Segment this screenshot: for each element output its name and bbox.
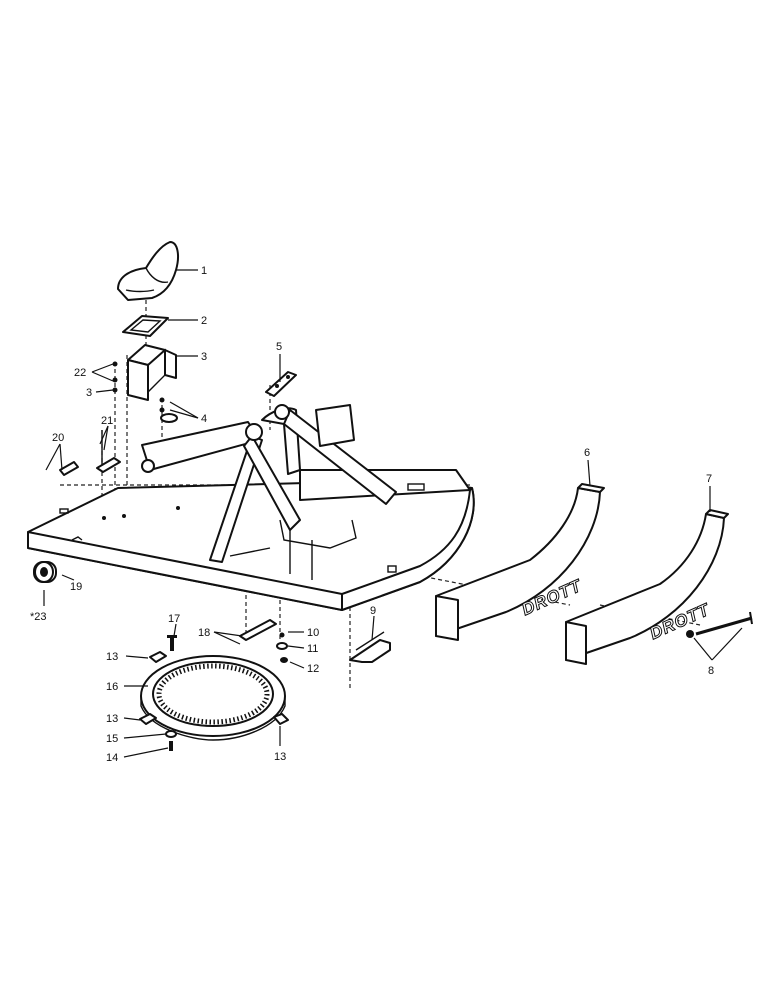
callout-8: 8 bbox=[708, 665, 714, 677]
strap-18 bbox=[239, 619, 277, 641]
callout-19: 19 bbox=[70, 581, 82, 593]
callout-18: 18 bbox=[198, 627, 210, 639]
callout-labels: 1 2 3 22 3 4 5 21 20 6 7 8 9 19 *23 17 1… bbox=[30, 265, 714, 764]
bracket-9 bbox=[349, 631, 391, 663]
bumper-cap bbox=[33, 561, 57, 583]
callout-3-hardware: 3 bbox=[86, 387, 92, 399]
callout-9: 9 bbox=[370, 605, 376, 617]
seat-hardware bbox=[112, 361, 178, 423]
callout-14: 14 bbox=[106, 752, 118, 764]
callout-12: 12 bbox=[307, 663, 319, 675]
callout-13-left: 13 bbox=[106, 713, 118, 725]
callout-2: 2 bbox=[201, 315, 207, 327]
counterweight-bolt bbox=[686, 611, 753, 638]
callout-11: 11 bbox=[307, 643, 318, 655]
bolt-17 bbox=[167, 635, 177, 651]
seat bbox=[117, 241, 179, 301]
bracket-21 bbox=[96, 430, 121, 473]
seat-bracket bbox=[127, 344, 177, 401]
leader-lines bbox=[43, 269, 743, 758]
callout-20: 20 bbox=[52, 432, 64, 444]
callout-13-right: 13 bbox=[274, 751, 286, 763]
callout-22: 22 bbox=[74, 367, 86, 379]
bracket-20 bbox=[59, 461, 79, 476]
callout-23: *23 bbox=[30, 611, 47, 623]
seat-plate bbox=[122, 315, 169, 337]
callout-21: 21 bbox=[101, 415, 113, 427]
callout-7: 7 bbox=[706, 473, 712, 485]
callout-17: 17 bbox=[168, 613, 180, 625]
callout-3-bracket: 3 bbox=[201, 351, 207, 363]
callout-15: 15 bbox=[106, 733, 118, 745]
ring-clamps bbox=[139, 651, 289, 751]
callout-1: 1 bbox=[201, 265, 207, 277]
main-frame bbox=[27, 404, 475, 611]
callout-10: 10 bbox=[307, 627, 319, 639]
callout-5: 5 bbox=[276, 341, 282, 353]
swing-bearing-ring bbox=[140, 655, 286, 741]
mount-bracket bbox=[265, 371, 297, 397]
fasteners-10-12 bbox=[276, 632, 288, 663]
callout-6: 6 bbox=[584, 447, 590, 459]
callout-4: 4 bbox=[201, 413, 207, 425]
callout-16: 16 bbox=[106, 681, 118, 693]
callout-13-top: 13 bbox=[106, 651, 118, 663]
